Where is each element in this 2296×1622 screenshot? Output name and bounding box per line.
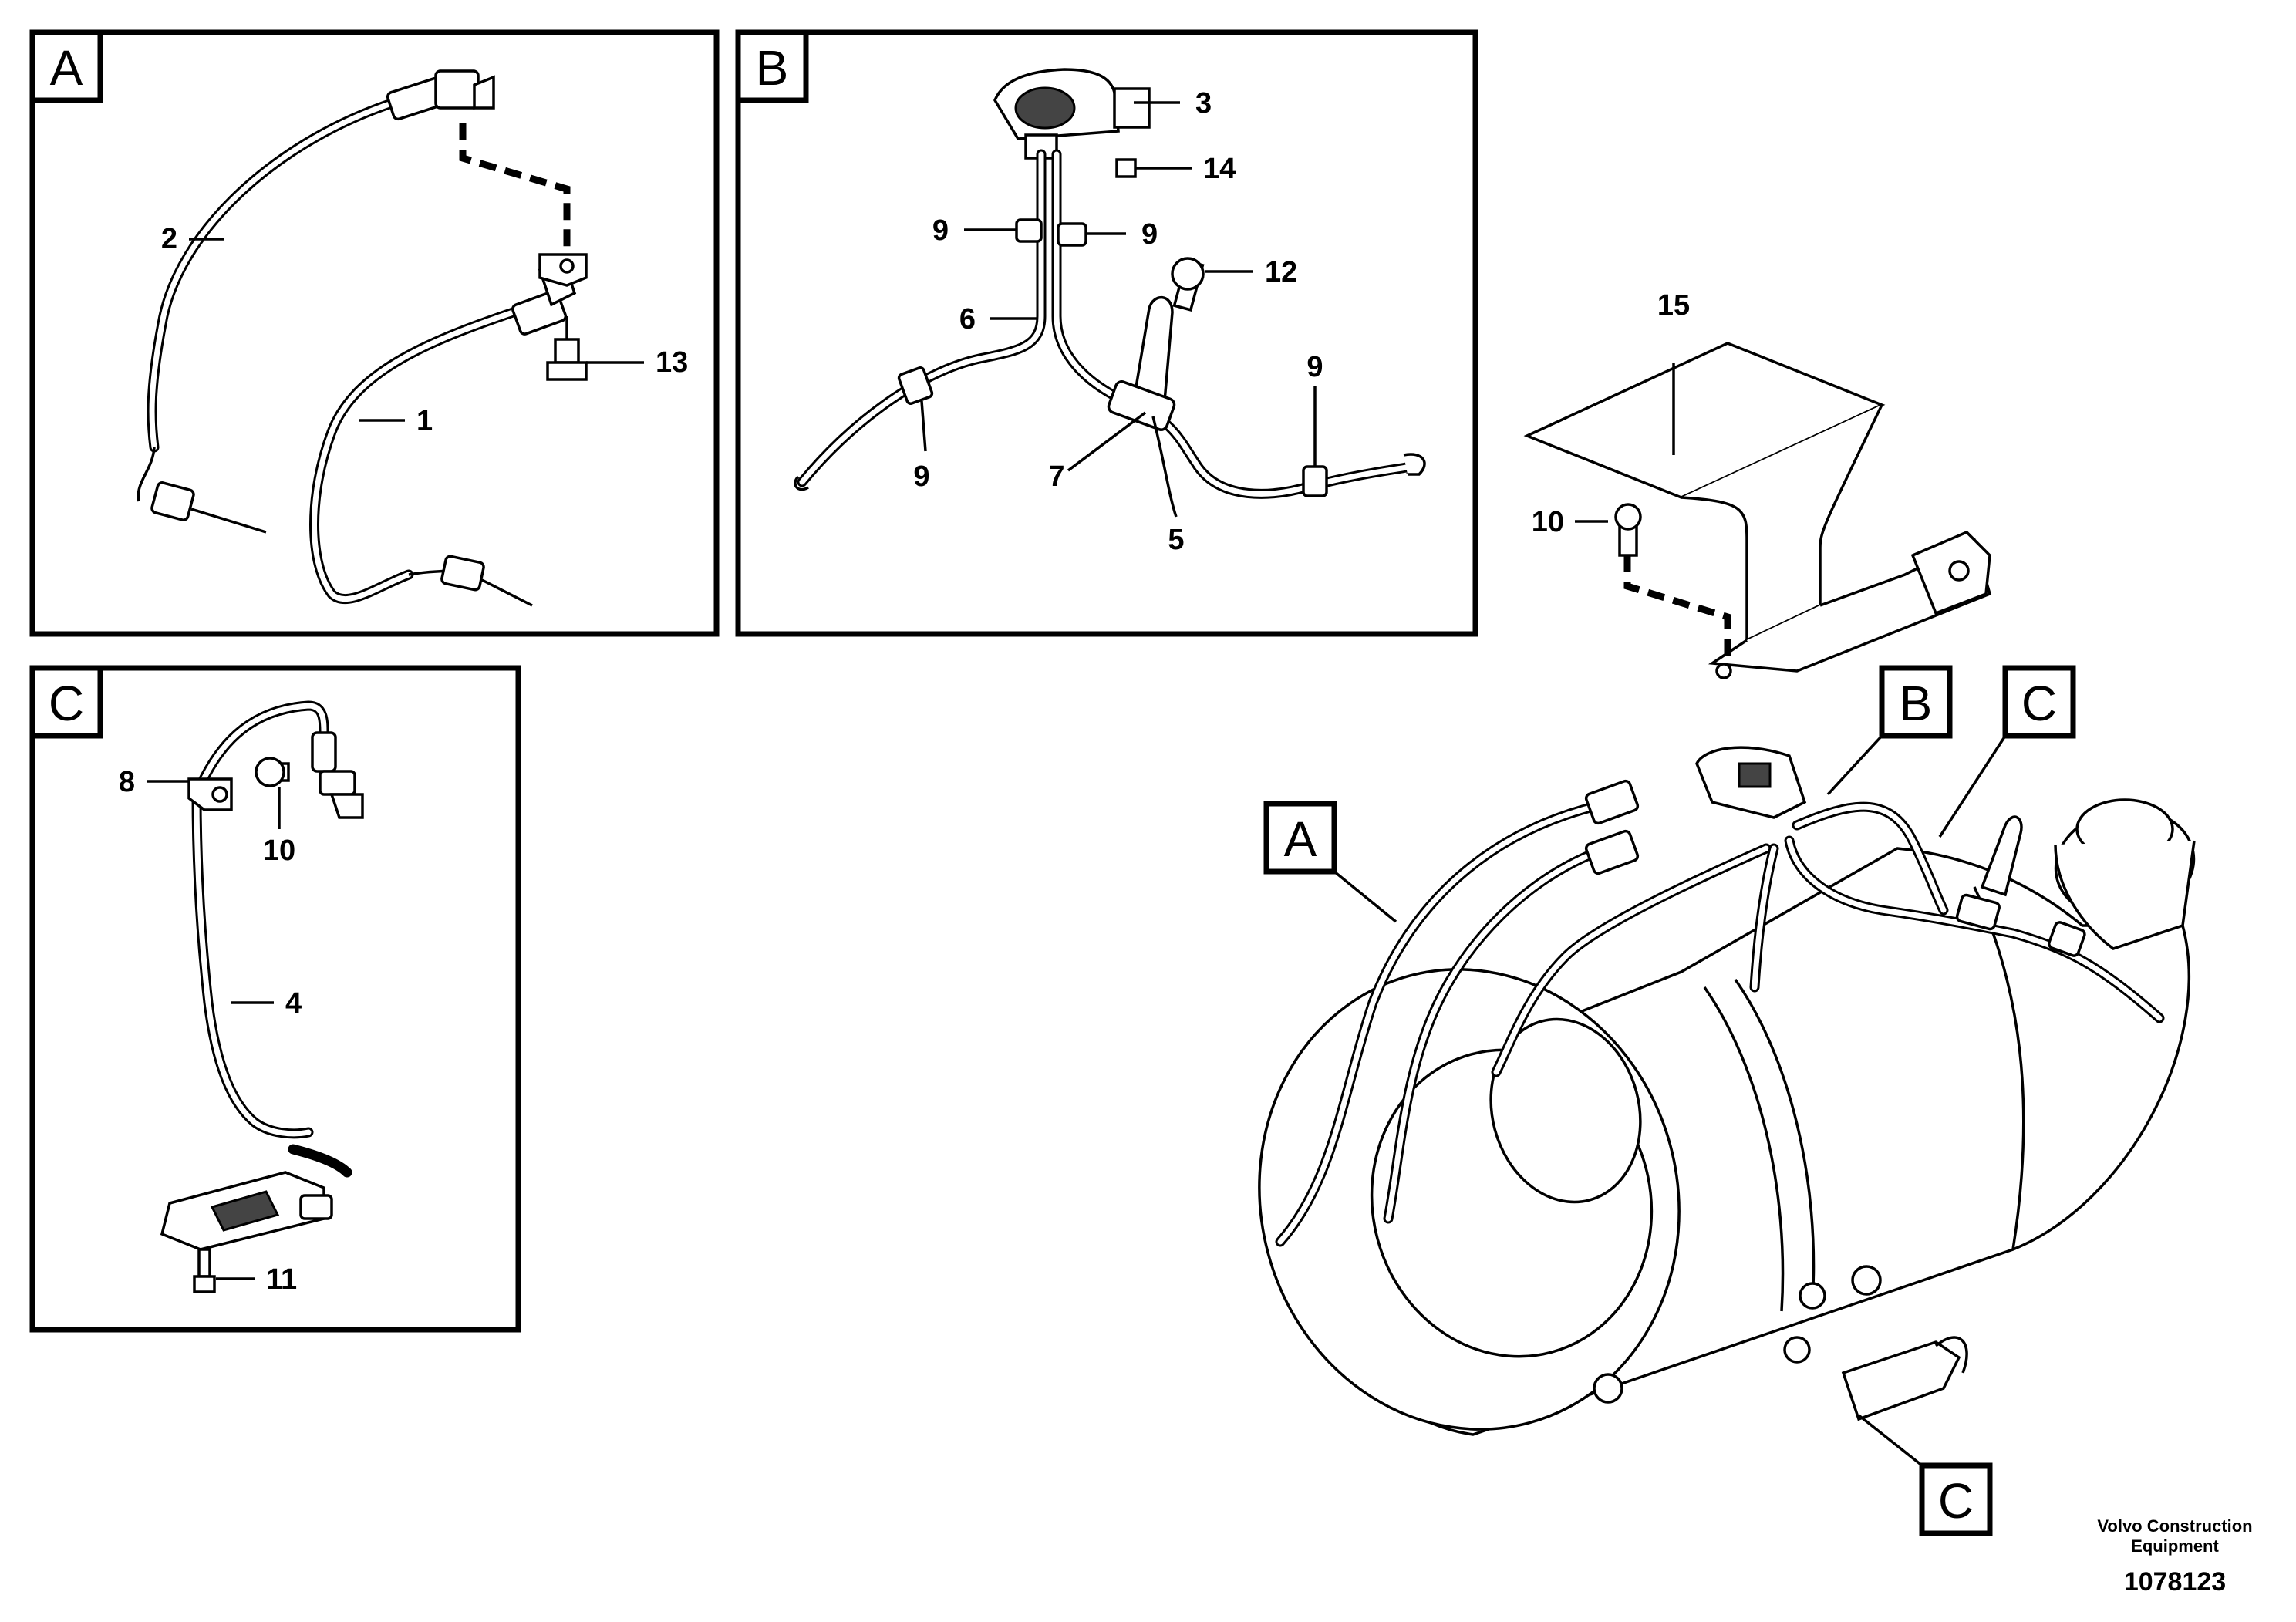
callout-4: 4: [285, 987, 302, 1020]
bolt-12: [1171, 257, 1205, 312]
callout-3: 3: [1195, 87, 1212, 120]
footer: Volvo Construction Equipment 1078123: [2097, 1516, 2252, 1597]
temperature-sensor-1: [309, 256, 577, 607]
company-line1: Volvo Construction: [2097, 1516, 2252, 1536]
main-tag-a-box: [1263, 801, 1337, 875]
panel-b-tag: B: [756, 40, 789, 96]
callout-9-top-right: 9: [1141, 218, 1158, 251]
callout-10-main: 10: [1532, 506, 1564, 538]
aftertreatment-unit: [1258, 798, 2196, 1436]
clamp-9-lower-right: [1302, 465, 1328, 497]
main-tag-c-bottom-box: [1919, 1462, 1993, 1536]
panel-c-tag-box: [29, 665, 103, 739]
main-tag-c-top: C: [2021, 676, 2057, 731]
callout-9-top-left: 9: [932, 214, 949, 247]
pressure-sensor-3: [993, 68, 1151, 178]
main-assembly: 15 10: [1258, 289, 2196, 1536]
panel-b-frame: [735, 29, 1478, 637]
bolt-11: [193, 1248, 216, 1293]
main-tag-a: A: [1284, 811, 1317, 867]
panel-c-tag: C: [49, 676, 84, 731]
callout-1: 1: [416, 405, 433, 437]
callout-5: 5: [1168, 524, 1184, 556]
callout-13: 13: [656, 346, 688, 379]
bracket-bolt-13: [459, 123, 588, 381]
callout-9-lower-left: 9: [913, 460, 929, 493]
panel-a: A: [29, 29, 720, 637]
main-tag-c-bottom: C: [1938, 1473, 1974, 1529]
callout-15: 15: [1657, 289, 1690, 322]
callout-6: 6: [959, 303, 976, 336]
clamp-9-lower-left: [897, 366, 934, 405]
callout-9-lower-right: 9: [1306, 351, 1323, 383]
bolt-10-main: [1614, 503, 1642, 557]
panel-a-tag: A: [50, 40, 83, 96]
harness-main: [1275, 746, 2165, 1247]
panel-b-tag-box: [735, 29, 809, 103]
clamp-9-left: [1015, 218, 1043, 243]
panel-a-tag-box: [29, 29, 103, 103]
drawing-number: 1078123: [2124, 1567, 2226, 1597]
bolt-10-panel-c: [255, 757, 290, 787]
temperature-sensor-2: [137, 69, 495, 534]
callout-14: 14: [1203, 153, 1236, 185]
main-tag-c-top-box: [2002, 665, 2076, 739]
callout-2: 2: [161, 223, 177, 255]
callout-12: 12: [1265, 256, 1297, 288]
callout-10-panel-c: 10: [263, 835, 295, 867]
main-tag-b-box: [1879, 665, 1953, 739]
panel-a-frame: [29, 29, 720, 637]
heat-shield-15: [1523, 342, 1992, 679]
callout-7: 7: [1048, 460, 1064, 493]
panel-b: B: [735, 29, 1478, 637]
main-tag-b: B: [1900, 676, 1933, 731]
clamp-9-right: [1057, 222, 1087, 247]
bracket-8: [187, 777, 233, 811]
callout-11: 11: [266, 1263, 297, 1296]
hose-assembly: [794, 149, 1426, 499]
callout-8: 8: [119, 766, 135, 798]
bracket-7: [1107, 295, 1176, 431]
panel-c-frame: [29, 665, 521, 1333]
nox-sensor-4: [160, 700, 364, 1251]
panel-c: C 8 10 4: [29, 665, 521, 1333]
company-line2: Equipment: [2131, 1536, 2219, 1556]
